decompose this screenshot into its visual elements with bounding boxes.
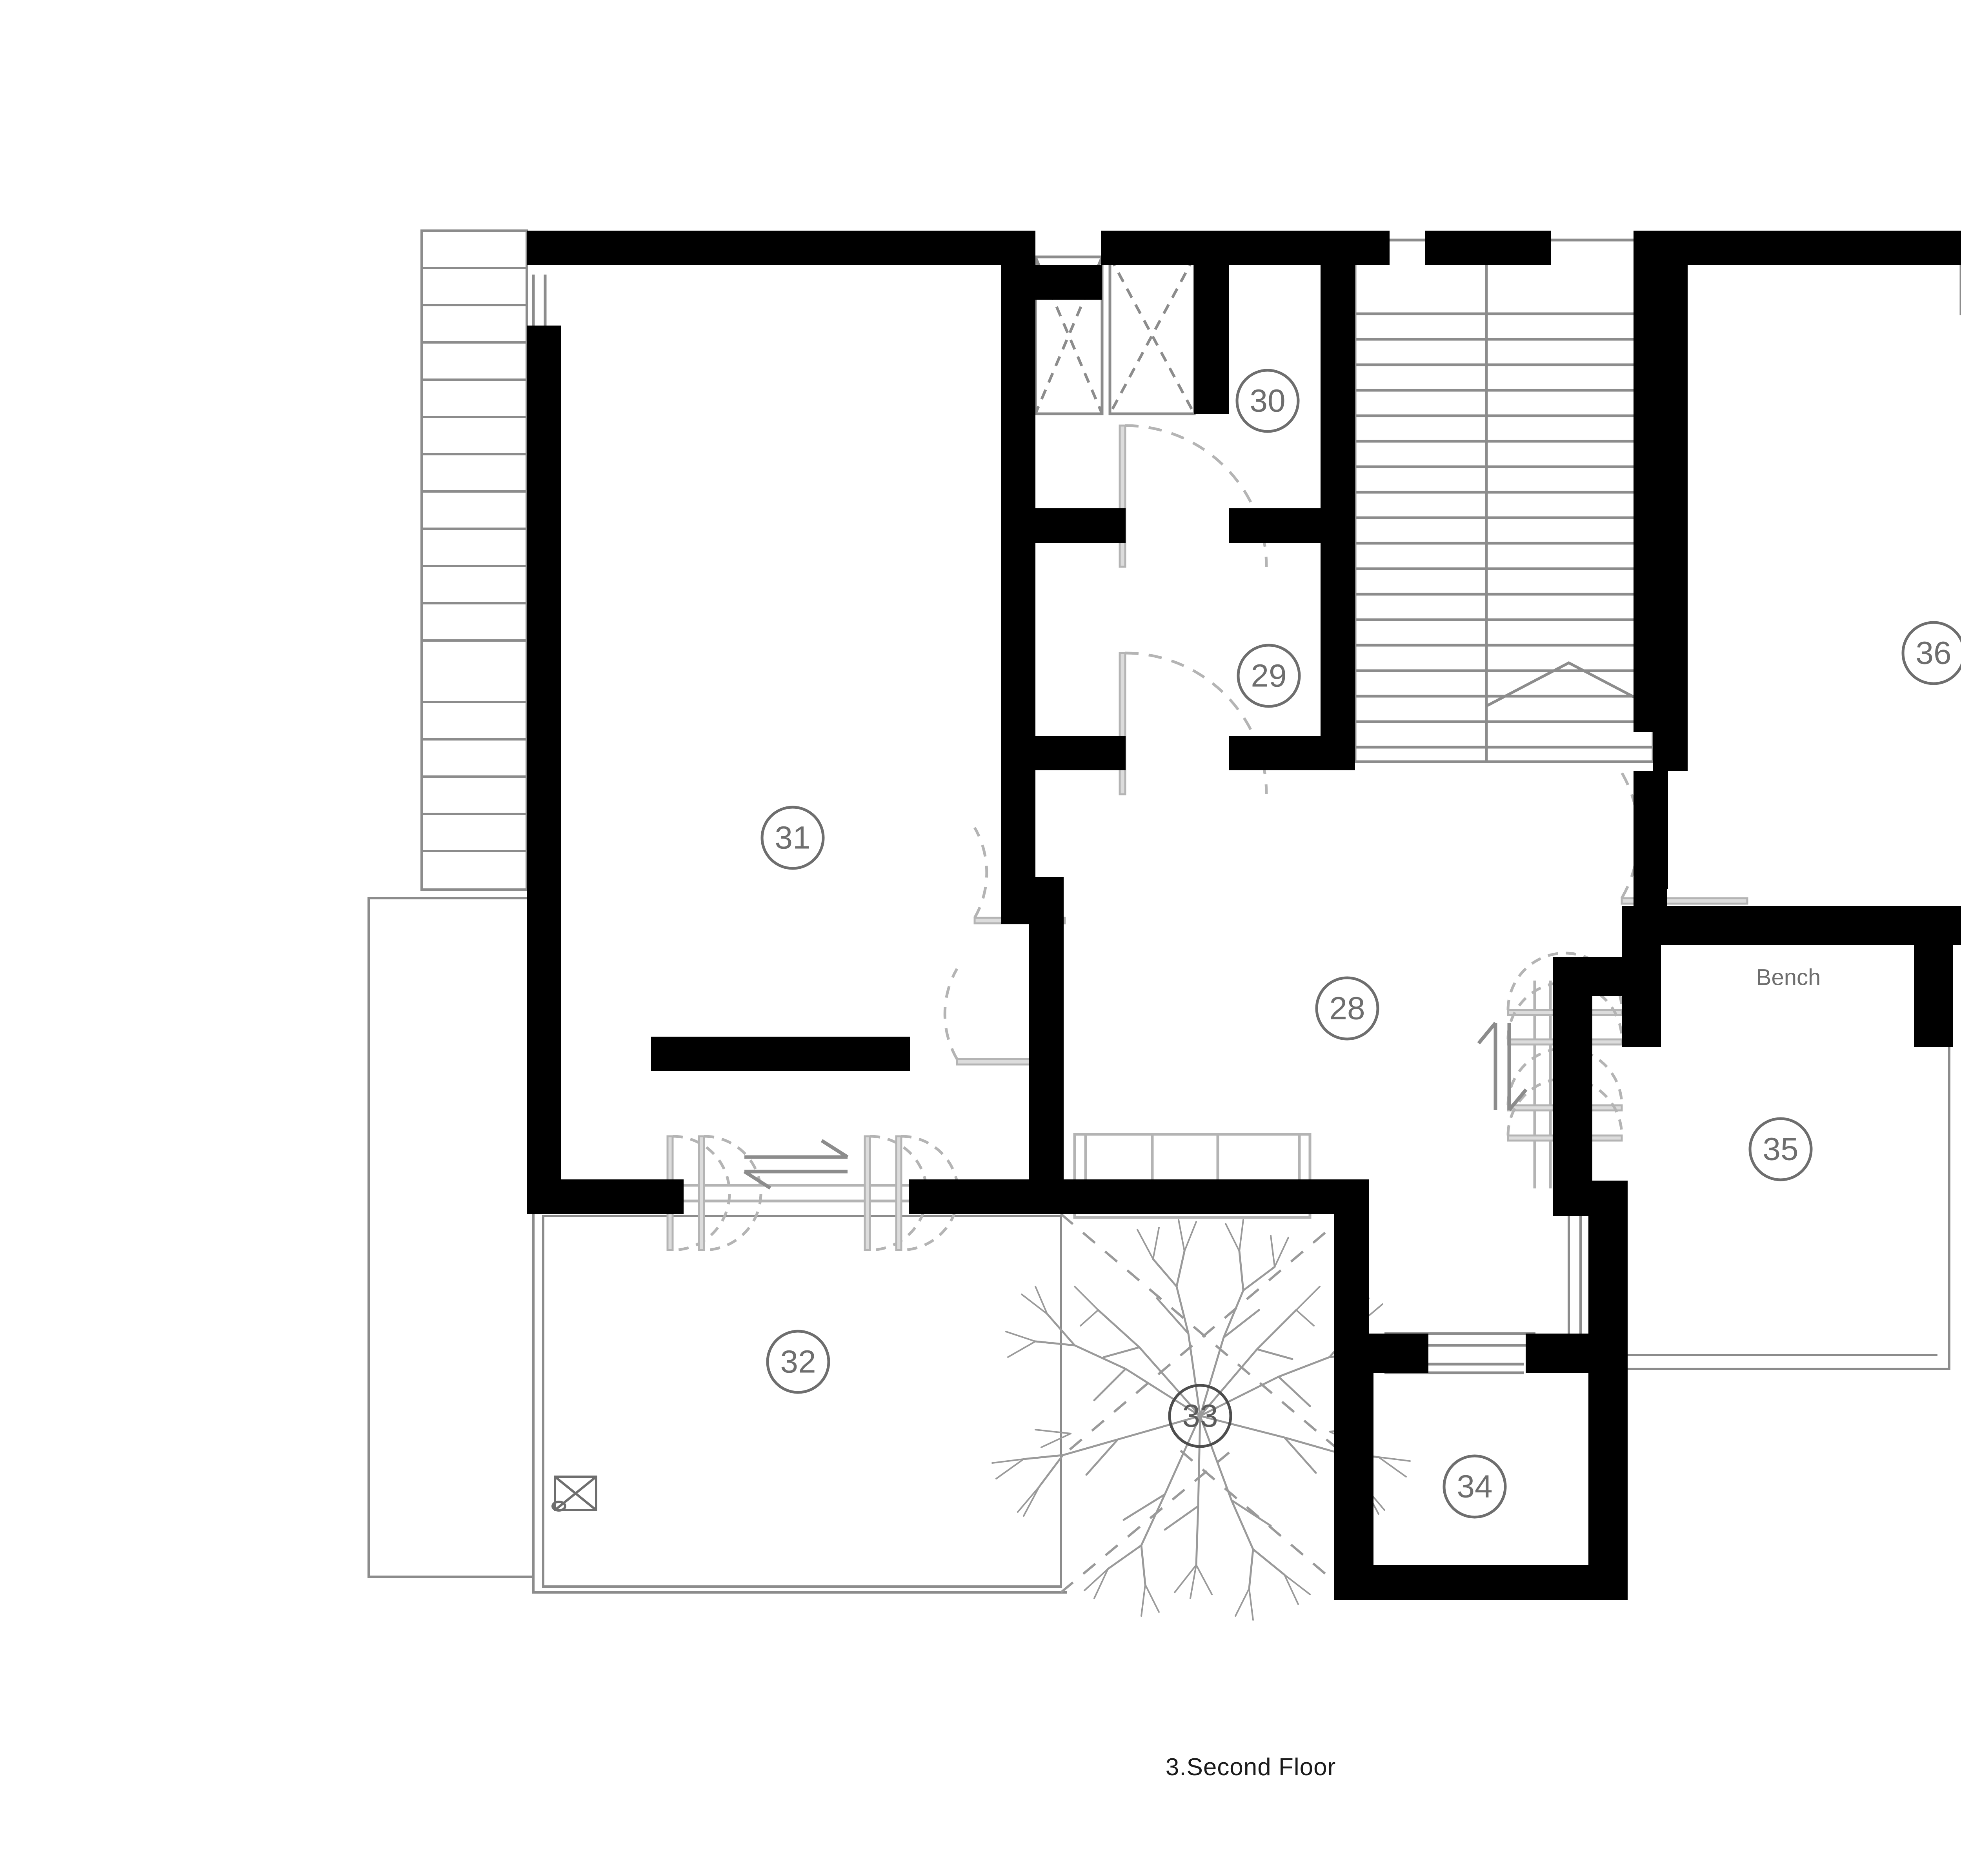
door-31-lower bbox=[943, 968, 1048, 1066]
room-marker-28-label: 28 bbox=[1329, 991, 1365, 1026]
room-marker-32: 32 bbox=[766, 1330, 830, 1394]
wall-36-west-top bbox=[1634, 231, 1668, 265]
room-marker-36-label: 36 bbox=[1916, 635, 1951, 671]
room-marker-33-label: 33 bbox=[1182, 1398, 1218, 1434]
room-marker-31: 31 bbox=[760, 806, 825, 870]
left-louver-lines bbox=[422, 267, 527, 852]
room-marker-30-label: 30 bbox=[1250, 383, 1285, 419]
floor-drain-icon bbox=[551, 1476, 597, 1512]
room-marker-36: 36 bbox=[1901, 621, 1961, 685]
wall-bench-top-right bbox=[1953, 906, 1961, 945]
slide-arrow-vertical-icon bbox=[1477, 1022, 1528, 1111]
wall-36-west bbox=[1634, 265, 1668, 732]
window-30b bbox=[1108, 255, 1196, 415]
wall-29-30-divider-e bbox=[1229, 508, 1355, 543]
wall-bench-west-stub bbox=[1553, 957, 1626, 996]
wall-30-east-upper bbox=[1194, 265, 1229, 414]
wall-top-36-a bbox=[1634, 231, 1961, 265]
room-marker-31-label: 31 bbox=[775, 820, 810, 856]
wall-31-interior-stub bbox=[651, 1037, 910, 1071]
wall-28-east-lower bbox=[1553, 996, 1592, 1216]
bench-label: Bench bbox=[1756, 965, 1821, 990]
wall-30-top-inner bbox=[1035, 265, 1102, 300]
wall-top-stair-m bbox=[1425, 231, 1514, 265]
room-marker-28: 28 bbox=[1315, 976, 1379, 1041]
terrace-32-outline-a bbox=[532, 1212, 1067, 1594]
central-stair bbox=[1353, 238, 1655, 763]
wall-30-east bbox=[1321, 265, 1355, 508]
wall-top-stair-l bbox=[1355, 231, 1390, 265]
wall-31-east-mid bbox=[1001, 508, 1035, 877]
wall-top-stair-r bbox=[1514, 231, 1551, 265]
wall-top-31-a bbox=[527, 231, 1035, 265]
drawing-caption: 3.Second Floor bbox=[1165, 1754, 1336, 1781]
door-30 bbox=[1119, 424, 1268, 568]
wall-29-east bbox=[1321, 543, 1355, 770]
room-marker-34: 34 bbox=[1443, 1454, 1507, 1519]
wall-bench-top bbox=[1622, 906, 1961, 945]
wall-34-south bbox=[1334, 1565, 1628, 1600]
wall-bench-west bbox=[1622, 906, 1661, 1047]
wall-34-west bbox=[1334, 1334, 1373, 1600]
left-louver-box bbox=[420, 229, 528, 891]
wall-31-south-west-stub bbox=[527, 1179, 684, 1214]
wall-stair-west-top bbox=[1321, 231, 1355, 265]
room-marker-32-label: 32 bbox=[780, 1344, 816, 1380]
wall-31-east-jog-h bbox=[1001, 877, 1064, 912]
room-marker-29-label: 29 bbox=[1251, 658, 1286, 694]
wall-34-west-upper bbox=[1334, 1179, 1369, 1360]
room-marker-34-label: 34 bbox=[1457, 1469, 1492, 1505]
slide-arrow-horizontal-icon bbox=[743, 1139, 849, 1190]
room-marker-33: 33 bbox=[1168, 1384, 1232, 1448]
folding-doors bbox=[663, 952, 1623, 1252]
folding-door-south-31 bbox=[663, 1135, 960, 1252]
courtyard-dashed-lines bbox=[1060, 1213, 1348, 1594]
terrace-32-outline-b bbox=[542, 1215, 1062, 1588]
left-terrace-outline bbox=[367, 897, 535, 1578]
walls bbox=[527, 231, 1961, 1600]
wall-29-30-divider-w bbox=[1035, 508, 1126, 543]
wall-top-30-a bbox=[1101, 231, 1194, 265]
wall-stair-east-b bbox=[1653, 732, 1688, 771]
room-marker-35: 35 bbox=[1748, 1117, 1813, 1181]
stair-treads bbox=[1355, 312, 1653, 749]
wall-34-east bbox=[1588, 1334, 1628, 1600]
room-marker-35-label: 35 bbox=[1763, 1132, 1798, 1167]
wall-34-ne bbox=[1588, 1181, 1628, 1337]
wall-36-west-lower bbox=[1634, 771, 1668, 889]
room-markers: 28 29 30 31 32 33 34 35 bbox=[760, 369, 1961, 1519]
wall-bench-east-inner bbox=[1914, 945, 1953, 1047]
room-marker-29: 29 bbox=[1237, 644, 1301, 708]
stair-up-chevron-icon bbox=[1486, 661, 1652, 708]
wall-29-south-w bbox=[1035, 736, 1126, 770]
room-marker-30: 30 bbox=[1235, 369, 1300, 433]
wall-31-east-lower bbox=[1029, 912, 1064, 1214]
door-29 bbox=[1119, 651, 1268, 795]
wall-31-south-east-stub bbox=[909, 1179, 1035, 1214]
wall-31-west bbox=[527, 326, 561, 1214]
wall-31-east-upper bbox=[1001, 265, 1035, 508]
wall-28-south bbox=[1035, 1179, 1369, 1214]
